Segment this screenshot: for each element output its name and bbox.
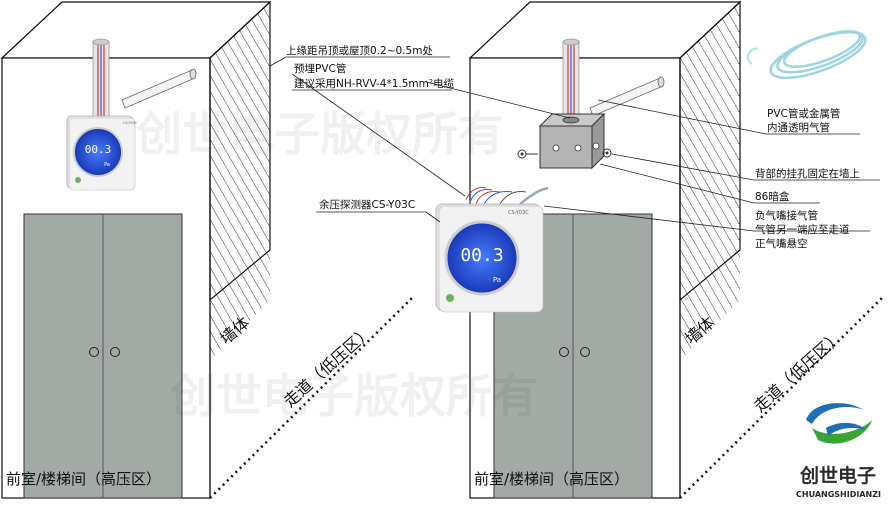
label-hang-hole: 背部的挂孔固定在墙上: [755, 167, 860, 180]
label-detector: 余压探测器CS-Y03C: [319, 198, 415, 211]
logo-swoosh-blue-top: [806, 403, 864, 424]
company-logo: 创世电子 CHUANGSHIDIANZI: [796, 403, 881, 499]
left-detector-logo-icon: [75, 177, 81, 183]
leader-lines: [269, 56, 880, 232]
main-detector-screen: [444, 220, 520, 296]
main-detector-reading: 00.3: [460, 245, 503, 266]
label-pvc-embed: 预埋PVC管: [294, 62, 346, 75]
transparent-tube-coil-icon: [746, 30, 867, 80]
right-side-wall-lower: [680, 250, 740, 360]
label-cable: 建议采用NH-RVV-4*1.5mm²电缆: [294, 77, 455, 90]
main-detector-logo-icon: [446, 294, 454, 302]
label-pvc-tube2: 内通透明气管: [767, 121, 830, 134]
label-mount-height: 上缘距吊顶或屋顶0.2~0.5m处: [286, 44, 433, 57]
label-neg-nozzle: 负气嘴接气管: [755, 209, 818, 222]
right-door-handle-1: [559, 347, 569, 357]
hang-screw-right: [602, 148, 612, 158]
logo-name: 创世电子: [799, 464, 876, 487]
right-room: 00.3 Pa CS-Y03C: [435, 0, 883, 499]
logo-pinyin: CHUANGSHIDIANZI: [796, 490, 881, 499]
label-pvc-tube: PVC管或金属管: [767, 107, 840, 120]
label-box86: 86暗盒: [755, 190, 790, 203]
label-tube-route: 气管另一端应至走道: [755, 223, 850, 236]
label-front-room-right: 前室/楼梯间（高压区）: [474, 470, 629, 488]
left-room: 00.3 Pa CS-Y03C: [0, 0, 413, 499]
label-pos-nozzle: 正气嘴悬空: [755, 237, 808, 250]
logo-swoosh-blue-mid: [826, 422, 866, 436]
left-side-wall-lower: [210, 250, 270, 360]
label-corridor-right: 走道（低压区）: [750, 327, 846, 416]
left-detector-unit: Pa: [104, 162, 110, 168]
main-detector-unit: Pa: [493, 276, 501, 284]
main-detector-model-tag: CS-Y03C: [508, 210, 529, 216]
watermark-bottom: 创世电子版权所有: [170, 369, 538, 423]
left-detector-reading: 00.3: [85, 143, 112, 156]
hang-screw-left: [517, 149, 538, 159]
detector-air-tube: [519, 186, 549, 205]
left-door-handle-1: [89, 347, 99, 357]
box-86: [538, 112, 606, 170]
main-detector: 00.3 Pa CS-Y03C: [435, 203, 544, 313]
left-detector: 00.3 Pa CS-Y03C: [66, 115, 138, 191]
logo-swoosh-green: [812, 420, 872, 444]
right-door-handle-2: [580, 347, 590, 357]
label-front-room-left: 前室/楼梯间（高压区）: [6, 470, 161, 488]
left-detector-screen: [73, 127, 123, 177]
watermark-top: 创世电子版权所有: [136, 107, 504, 161]
left-detector-model-tag: CS-Y03C: [123, 121, 138, 125]
left-door-handle-2: [110, 347, 120, 357]
